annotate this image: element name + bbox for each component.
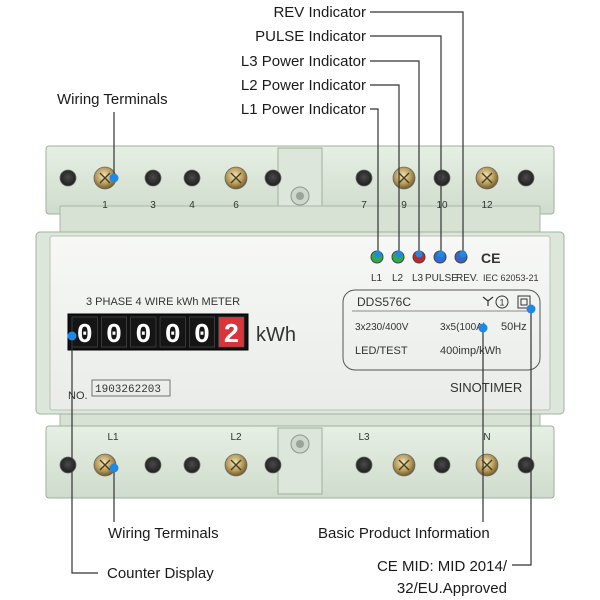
callout-wiring-terminals-bottom: Wiring Terminals xyxy=(108,525,219,542)
info-panel: DDS576C 1 3x230/400V 3x5(100A) 50Hz LED/… xyxy=(342,289,541,371)
counter-digit: 2 xyxy=(223,321,239,351)
callout-pulse-indicator: PULSE Indicator xyxy=(255,28,366,45)
dot-rev xyxy=(459,250,467,258)
leader-lines xyxy=(71,11,532,574)
frequency-rating: 50Hz xyxy=(501,321,527,333)
label-l1: L1 xyxy=(371,273,383,284)
dot-wiring-bottom xyxy=(109,463,119,473)
terminal-number: 4 xyxy=(189,200,195,211)
terminal-hole xyxy=(517,456,535,474)
dot-basic-info xyxy=(478,323,488,333)
terminal-hole xyxy=(144,456,162,474)
ce-mark: CE xyxy=(481,250,500,266)
callout-l1-indicator: L1 Power Indicator xyxy=(241,101,366,118)
meter-body xyxy=(35,231,565,415)
terminal-hole xyxy=(183,456,201,474)
serial-value: 1903262203 xyxy=(95,384,161,396)
meter-title: 3 PHASE 4 WIRE kWh METER xyxy=(86,296,240,308)
serial-prefix: NO. xyxy=(68,390,88,402)
dot-pulse xyxy=(437,250,445,258)
counter-digit: 0 xyxy=(135,321,151,351)
terminal-hole xyxy=(59,169,77,187)
counter-digit-cell xyxy=(189,316,215,348)
double-insulation-icon xyxy=(517,295,531,309)
screw-slot xyxy=(99,459,111,471)
bottom-terminal-block: L1 L2 L3 N xyxy=(45,411,555,499)
label-pulse: PULSE xyxy=(425,273,458,284)
class-circle-icon xyxy=(495,295,509,309)
serial-number: NO. 1903262203 xyxy=(68,379,171,402)
current-rating: 3x5(100A) xyxy=(440,322,486,333)
terminal-hole xyxy=(355,169,373,187)
dot-l1 xyxy=(374,250,382,258)
callout-labels: REV Indicator PULSE Indicator L3 Power I… xyxy=(57,4,508,597)
screw-slot xyxy=(481,459,493,471)
top-terminal-block: 1 3 4 6 7 9 10 12 xyxy=(45,145,555,235)
terminal-number: L2 xyxy=(230,432,242,443)
meter-constant: 400imp/kWh xyxy=(440,345,501,357)
counter-digit: 0 xyxy=(194,321,210,351)
screw-slot xyxy=(230,459,242,471)
callout-l3-indicator: L3 Power Indicator xyxy=(241,53,366,70)
terminal-number: 7 xyxy=(361,200,367,211)
terminal-number: 1 xyxy=(102,200,108,211)
terminal-hole xyxy=(433,456,451,474)
dot-wiring-top xyxy=(109,173,119,183)
led-test-label: LED/TEST xyxy=(355,345,408,357)
terminal-hole xyxy=(517,169,535,187)
screw-slot xyxy=(398,172,410,184)
screw-slot xyxy=(481,172,493,184)
callout-counter-display: Counter Display xyxy=(107,565,214,582)
counter-unit: kWh xyxy=(256,324,296,346)
counter-digit: 0 xyxy=(77,321,93,351)
terminal-number: L1 xyxy=(107,432,119,443)
terminal-hole xyxy=(264,169,282,187)
terminal-number: 3 xyxy=(150,200,156,211)
screw-slot xyxy=(398,459,410,471)
counter-digit-cell xyxy=(101,316,127,348)
terminal-number: 12 xyxy=(481,200,493,211)
terminal-hole xyxy=(355,456,373,474)
terminal-hole xyxy=(433,169,451,187)
three-phase-symbol-icon xyxy=(482,296,494,306)
counter-digit-cell xyxy=(218,316,245,348)
callout-wiring-terminals-top: Wiring Terminals xyxy=(57,91,168,108)
terminal-number: L3 xyxy=(358,432,370,443)
label-l3: L3 xyxy=(412,273,424,284)
terminal-hole xyxy=(183,169,201,187)
dot-l3 xyxy=(415,250,423,258)
accuracy-class: 1 xyxy=(500,298,505,308)
callout-ce-mid-line1: CE MID: MID 2014/ xyxy=(377,558,508,575)
terminal-hole xyxy=(59,456,77,474)
screw-slot xyxy=(230,172,242,184)
counter-digit-cell xyxy=(159,316,186,348)
terminal-number: 10 xyxy=(436,200,448,211)
voltage-rating: 3x230/400V xyxy=(355,322,409,333)
terminal-number: 9 xyxy=(401,200,407,211)
terminal-hole xyxy=(144,169,162,187)
callout-l2-indicator: L2 Power Indicator xyxy=(241,77,366,94)
terminal-number: N xyxy=(483,432,490,443)
label-rev: REV. xyxy=(456,273,478,284)
callout-ce-mid-line2: 32/EU.Approved xyxy=(397,580,507,597)
iec-standard: IEC 62053-21 xyxy=(483,273,539,283)
callout-basic-product-info: Basic Product Information xyxy=(318,525,490,542)
label-l2: L2 xyxy=(392,273,404,284)
counter-digit: 0 xyxy=(165,321,181,351)
terminal-number: 6 xyxy=(233,200,239,211)
screw-slot xyxy=(99,172,111,184)
counter-digit: 0 xyxy=(106,321,122,351)
dot-counter xyxy=(67,331,77,341)
dot-ce-mid xyxy=(526,304,536,314)
counter-digit-cell xyxy=(130,316,157,348)
terminal-hole xyxy=(264,456,282,474)
brand-name: SINOTIMER xyxy=(450,380,522,395)
pointer-dots xyxy=(67,173,536,473)
model-number: DDS576C xyxy=(357,295,411,309)
callout-rev-indicator: REV Indicator xyxy=(273,4,366,21)
dot-l2 xyxy=(395,250,403,258)
